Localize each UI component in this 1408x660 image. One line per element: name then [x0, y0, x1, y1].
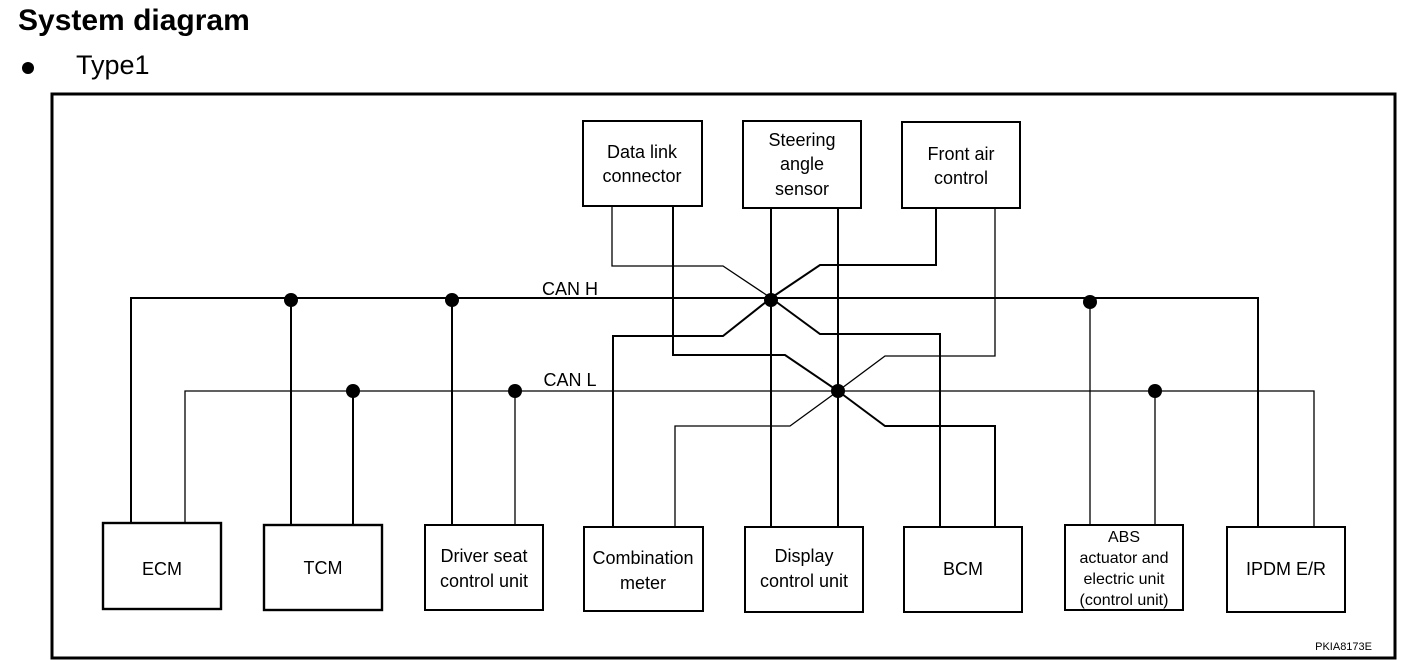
junction-dot: [445, 293, 459, 307]
tcm-box: TCM: [262, 523, 384, 612]
svg-text:TCM: TCM: [304, 558, 343, 578]
combination-meter-box: Combination meter: [583, 526, 704, 612]
subtitle: Type1: [76, 50, 150, 80]
front-air-can-h-wire: [770, 207, 937, 299]
display-control-unit-box: Display control unit: [744, 526, 864, 613]
combination-can-h-wire: [612, 297, 772, 527]
junction-dot: [284, 293, 298, 307]
data-link-can-l-wire: [672, 207, 839, 392]
svg-text:control unit: control unit: [440, 571, 528, 591]
front-air-control-box: Front air control: [901, 121, 1021, 209]
bcm-can-l-wire: [837, 390, 996, 527]
svg-text:electric unit: electric unit: [1084, 571, 1165, 588]
svg-text:ECM: ECM: [142, 559, 182, 579]
svg-text:Front air: Front air: [927, 144, 994, 164]
bcm-box: BCM: [903, 526, 1023, 613]
ecm-box: ECM: [101, 521, 223, 611]
svg-text:connector: connector: [602, 166, 681, 186]
can-l-label: CAN L: [543, 370, 596, 390]
svg-text:sensor: sensor: [775, 179, 829, 199]
svg-text:meter: meter: [620, 573, 666, 593]
junction-dot: [831, 384, 845, 398]
figure-code: PKIA8173E: [1315, 641, 1372, 653]
driver-seat-control-unit-box: Driver seat control unit: [424, 524, 544, 611]
svg-text:Display: Display: [774, 546, 833, 566]
ipdm-er-box: IPDM E/R: [1226, 526, 1346, 613]
abs-actuator-box: ABS actuator and electric unit (control …: [1064, 524, 1184, 611]
junction-dot: [1148, 384, 1162, 398]
svg-text:Data link: Data link: [607, 142, 678, 162]
bullet-icon: [22, 62, 34, 74]
combination-can-l-wire: [674, 390, 839, 527]
junction-dot: [508, 384, 522, 398]
svg-text:control unit: control unit: [760, 571, 848, 591]
svg-text:actuator and: actuator and: [1080, 550, 1169, 567]
data-link-can-h-wire: [611, 207, 772, 299]
svg-text:(control unit): (control unit): [1080, 592, 1169, 609]
page-title: System diagram: [18, 4, 250, 37]
svg-text:Steering: Steering: [768, 130, 835, 150]
bcm-can-h-wire: [770, 297, 941, 527]
data-link-connector-box: Data link connector: [582, 120, 703, 207]
junction-dot: [1083, 295, 1097, 309]
diagram-frame: [50, 92, 1397, 660]
can-h-label: CAN H: [542, 279, 598, 299]
junction-dot: [346, 384, 360, 398]
svg-text:ABS: ABS: [1108, 529, 1140, 546]
svg-text:BCM: BCM: [943, 559, 983, 579]
svg-text:IPDM E/R: IPDM E/R: [1246, 559, 1326, 579]
svg-text:Combination: Combination: [592, 548, 693, 568]
steering-angle-sensor-box: Steering angle sensor: [742, 120, 862, 209]
svg-text:control: control: [934, 168, 988, 188]
svg-text:Driver seat: Driver seat: [440, 546, 527, 566]
junction-dot: [764, 293, 778, 307]
can-h-bus: [130, 297, 1259, 527]
svg-text:angle: angle: [780, 154, 824, 174]
can-l-bus: [184, 390, 1315, 527]
